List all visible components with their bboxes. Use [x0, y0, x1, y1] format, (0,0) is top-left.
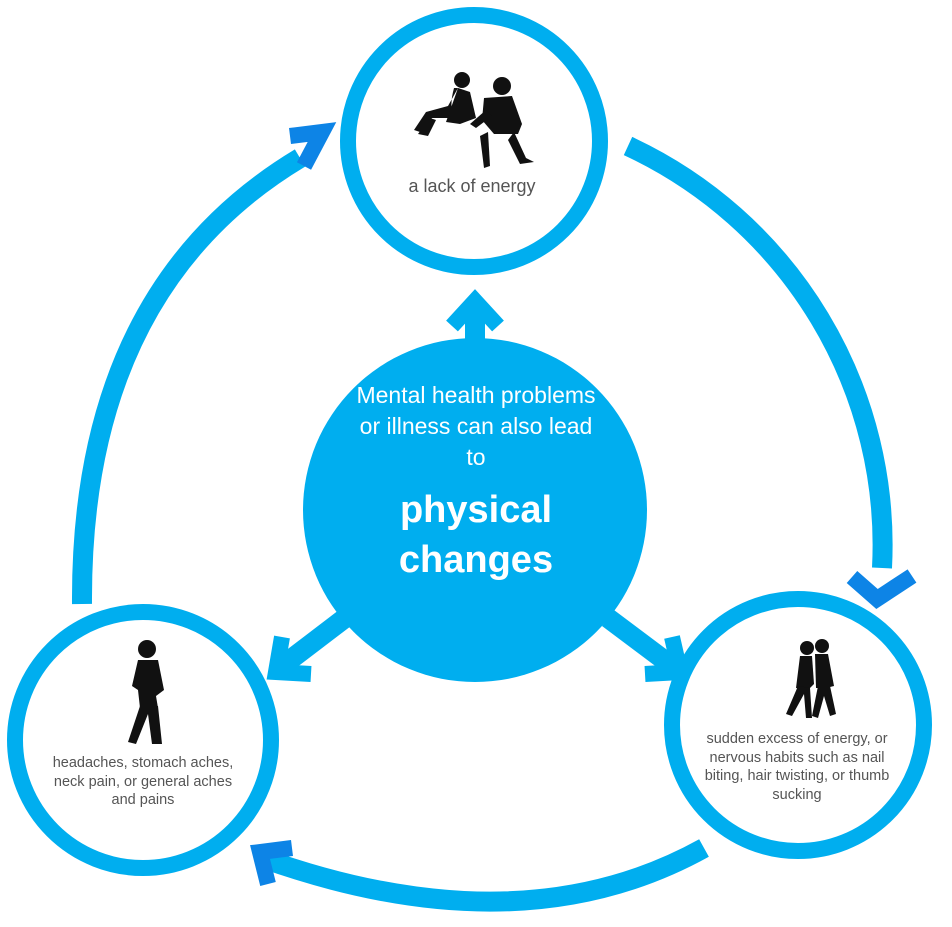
center-text: Mental health problems or illness can al…: [330, 380, 622, 585]
sitting-couple-silhouette-icon: [414, 72, 534, 168]
center-emphasis: physical changes: [398, 489, 554, 581]
arrowhead-top-icon: [289, 122, 337, 170]
node-ring-top: [340, 7, 608, 275]
center-intro: Mental health problems or illness can al…: [356, 382, 596, 470]
walking-couple-silhouette-icon: [786, 639, 836, 718]
node-ring-right: [664, 591, 932, 859]
cycle-arc-right-to-left: [258, 839, 709, 912]
cycle-arc-left-to-top: [71, 149, 306, 605]
arrowhead-left-icon: [250, 840, 293, 886]
node-label-top: a lack of energy: [408, 176, 536, 196]
node-ring-left: [7, 604, 279, 876]
spoke-arrow-right: [602, 610, 690, 682]
node-label-left: headaches, stomach aches, neck pain, or …: [52, 755, 234, 808]
node-label-right: sudden excess of energy, or nervous habi…: [704, 731, 890, 803]
arrowhead-right-icon: [846, 569, 917, 610]
standing-man-silhouette-icon: [128, 640, 164, 744]
cycle-arc-top-to-right: [623, 136, 893, 569]
center-circle: [303, 338, 647, 682]
spoke-arrow-left: [266, 610, 352, 682]
